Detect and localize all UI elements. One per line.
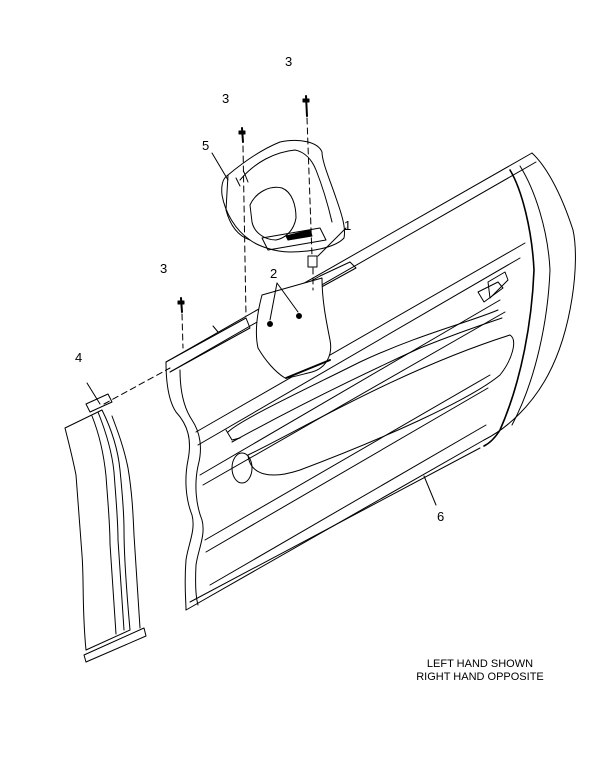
callout-6: 6 [437, 509, 444, 524]
callout-1: 1 [344, 218, 351, 233]
callout-3-lower: 3 [160, 261, 167, 276]
leader-lines [86, 152, 437, 506]
orientation-note: LEFT HAND SHOWN RIGHT HAND OPPOSITE [380, 658, 580, 684]
callout-3-middle: 3 [222, 91, 229, 106]
note-line-2: RIGHT HAND OPPOSITE [416, 671, 544, 683]
callout-5: 5 [202, 138, 209, 153]
screw-upper-right [302, 95, 310, 117]
door-panel [165, 152, 576, 611]
callout-2: 2 [270, 266, 277, 281]
spacer [307, 255, 318, 268]
assembly-lines [103, 117, 314, 405]
callout-3-top: 3 [285, 54, 292, 69]
seal-pad [255, 277, 332, 379]
trim-strip [64, 393, 147, 663]
callout-4: 4 [75, 350, 82, 365]
mirror-bracket [221, 139, 345, 253]
note-line-1: LEFT HAND SHOWN [426, 658, 534, 670]
screw-lower-left [177, 297, 185, 313]
screw-upper-left [238, 127, 246, 143]
